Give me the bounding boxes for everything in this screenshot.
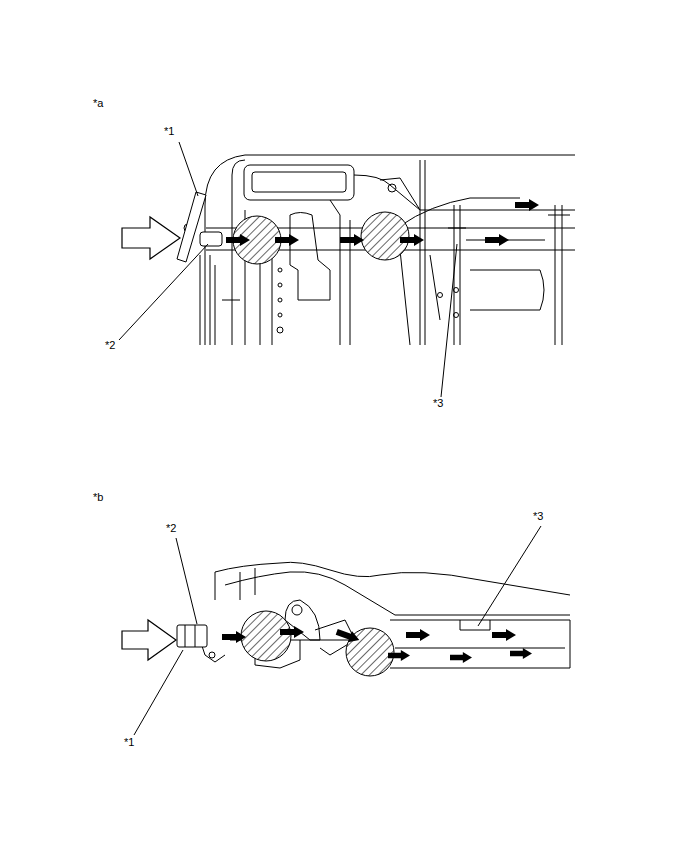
callout-number: *1 [163, 125, 175, 138]
callout-number: *3 [432, 397, 444, 410]
callout-number: *1 [123, 736, 135, 749]
callout-number: *3 [532, 510, 544, 523]
callout-number: *2 [165, 522, 177, 535]
panel-label: *b [92, 491, 104, 504]
panel-label: *a [92, 97, 104, 110]
callout-number: *2 [104, 339, 116, 352]
